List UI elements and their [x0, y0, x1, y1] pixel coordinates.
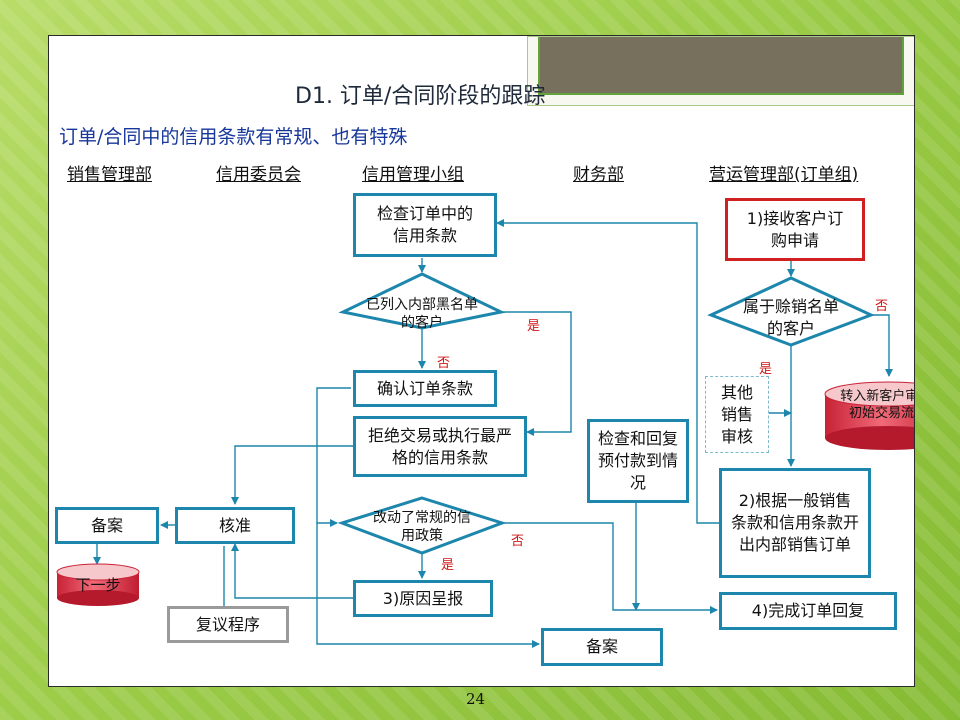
slide: D1. 订单/合同阶段的跟踪 订单/合同中的信用条款有常规、也有特殊 销售管理部… — [48, 35, 915, 687]
node-check-terms: 检查订单中的信用条款 — [353, 193, 497, 257]
slide-title: D1. 订单/合同阶段的跟踪 — [295, 84, 546, 109]
column-header-operations: 营运管理部(订单组) — [709, 165, 859, 185]
edge-reject-to-approve — [231, 445, 353, 505]
diamond-blacklist — [338, 272, 506, 330]
diamond-changed-policy — [337, 496, 507, 555]
column-header-credit-team: 信用管理小组 — [362, 165, 464, 185]
page-number: 24 — [466, 690, 486, 708]
diamond-policy-label: 改动了常规的信用政策 — [373, 510, 471, 544]
node-complete-reply: 4)完成订单回复 — [719, 592, 897, 630]
edge-policy-no — [502, 522, 718, 614]
label-policy-yes: 是 — [441, 558, 455, 573]
title-tab — [527, 36, 914, 106]
cylinder-next-step-label: 下一步 — [75, 576, 121, 594]
node-internal-order: 2)根据一般销售条款和信用条款开出内部销售订单 — [719, 468, 871, 578]
edge-report-to-approve — [231, 543, 353, 599]
label-policy-no: 否 — [511, 534, 525, 549]
node-reject: 拒绝交易或执行最严格的信用条款 — [353, 416, 527, 477]
node-check-prepay: 检查和回复预付款到情况 — [587, 419, 689, 503]
cylinder-next-step — [56, 563, 140, 606]
diamond-bad-debt-label: 属于赊销名单的客户 — [742, 297, 839, 338]
cylinder-new-customer-label: 转入新客户审批/初始交易流程 — [840, 389, 914, 421]
label-blacklist-no: 否 — [437, 356, 451, 371]
node-confirm-terms: 确认订单条款 — [353, 370, 497, 407]
node-archive-left: 备案 — [55, 507, 159, 544]
label-bad-debt-no: 否 — [875, 299, 889, 314]
edge-blacklist-yes — [501, 311, 572, 436]
column-header-finance: 财务部 — [573, 165, 624, 185]
column-header-sales: 销售管理部 — [67, 165, 152, 185]
node-reason-report: 3)原因呈报 — [353, 580, 493, 617]
edge-baddebt-no — [871, 314, 893, 377]
node-approve: 核准 — [175, 507, 295, 544]
column-header-credit-committee: 信用委员会 — [216, 165, 301, 185]
label-bad-debt-yes: 是 — [759, 362, 773, 377]
edge-confirm-to-policy — [316, 387, 351, 527]
edge-order-to-check — [496, 219, 719, 524]
label-blacklist-yes: 是 — [527, 319, 541, 334]
node-review: 复议程序 — [167, 606, 289, 643]
slide-subtitle: 订单/合同中的信用条款有常规、也有特殊 — [59, 126, 408, 148]
title-tab-panel — [538, 37, 904, 95]
diamond-bad-debt — [707, 276, 875, 347]
edge-confirm-to-archive — [316, 523, 540, 648]
diamond-blacklist-label: 已列入内部黑名单的客户 — [366, 297, 478, 331]
flow-connectors — [56, 219, 914, 648]
cylinder-new-customer — [824, 381, 914, 450]
node-archive-bottom: 备案 — [541, 628, 663, 666]
node-other-sales: 其他销售审核 — [705, 376, 769, 453]
node-receive: 1)接收客户订购申请 — [725, 198, 865, 261]
